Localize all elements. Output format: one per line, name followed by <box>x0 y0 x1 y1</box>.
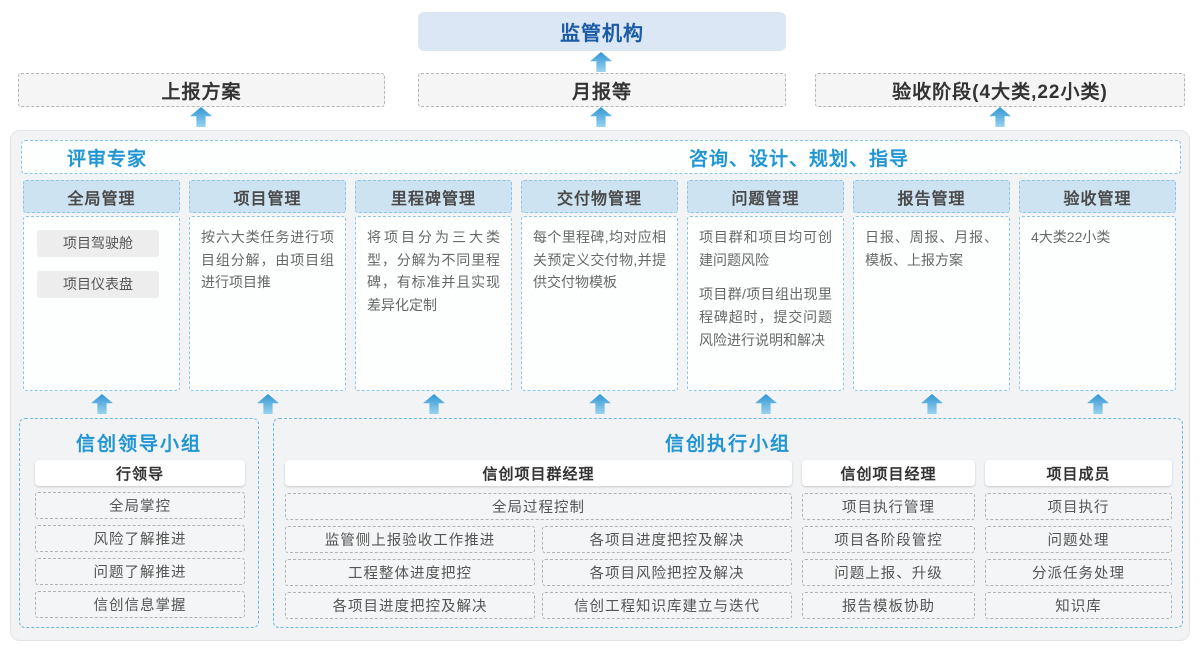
output-box-report-plan: 上报方案 <box>18 73 385 107</box>
leader-task-item: 全局掌控 <box>35 492 245 519</box>
member-task-item: 知识库 <box>985 592 1172 619</box>
column-body-acceptance: 4大类22小类 <box>1019 216 1176 391</box>
program-manager-task-item: 各项目进度把控及解决 <box>542 526 792 553</box>
column-body-issue: 项目群和项目均可创建问题风险 项目群/项目组出现里程碑超时，提交问题风险进行说明… <box>687 216 844 391</box>
project-manager-task-item: 项目执行管理 <box>802 493 975 520</box>
column-header-milestone: 里程碑管理 <box>355 180 512 213</box>
up-arrow-icon <box>589 394 611 414</box>
column-text: 项目群和项目均可创建问题风险 <box>699 229 832 268</box>
executor-group-title: 信创执行小组 <box>664 434 791 455</box>
regulator-box: 监管机构 <box>418 12 786 51</box>
consulting-label: 咨询、设计、规划、指导 <box>689 148 910 170</box>
up-arrow-icon <box>91 394 113 414</box>
project-manager-role-box: 信创项目经理 <box>802 460 975 486</box>
review-expert-label: 评审专家 <box>67 148 148 170</box>
project-manager-task-item: 项目各阶段管控 <box>802 526 975 553</box>
up-arrow-icon <box>257 394 279 414</box>
column-body-deliverable: 每个里程碑,均对应相关预定义交付物,并提供交付物模板 <box>521 216 678 391</box>
member-task-item: 问题处理 <box>985 526 1172 553</box>
up-arrow-icon <box>190 107 212 127</box>
column-text: 按六大类任务进行项目组分解，由项目组进行项目推 <box>201 229 334 291</box>
project-dashboard-box: 项目仪表盘 <box>37 271 159 298</box>
column-text: 日报、周报、月报、模板、上报方案 <box>865 229 998 268</box>
program-manager-task-item: 信创工程知识库建立与迭代 <box>542 592 792 619</box>
leader-task-item: 风险了解推进 <box>35 525 245 552</box>
up-arrow-icon <box>423 394 445 414</box>
up-arrow-icon <box>1087 394 1109 414</box>
leader-task-item: 信创信息掌握 <box>35 591 245 618</box>
expert-header-row: 评审专家 咨询、设计、规划、指导 <box>21 140 1181 174</box>
program-manager-task-item: 工程整体进度把控 <box>285 559 535 586</box>
program-manager-task-item: 各项目进度把控及解决 <box>285 592 535 619</box>
up-arrow-icon <box>921 394 943 414</box>
column-header-global: 全局管理 <box>23 180 180 213</box>
program-manager-task-item: 各项目风险把控及解决 <box>542 559 792 586</box>
program-manager-task-item: 全局过程控制 <box>285 493 792 520</box>
project-cockpit-box: 项目驾驶舱 <box>37 230 159 257</box>
up-arrow-icon <box>590 107 612 127</box>
column-body-milestone: 将项目分为三大类型，分解为不同里程碑，有标准并且实现差异化定制 <box>355 216 512 391</box>
column-text: 项目群/项目组出现里程碑超时，提交问题风险进行说明和解决 <box>699 286 832 348</box>
output-box-monthly: 月报等 <box>418 73 786 107</box>
column-text: 将项目分为三大类型，分解为不同里程碑，有标准并且实现差异化定制 <box>367 229 500 314</box>
leader-task-item: 问题了解推进 <box>35 558 245 585</box>
member-role-box: 项目成员 <box>985 460 1172 486</box>
program-manager-task-item: 监管侧上报验收工作推进 <box>285 526 535 553</box>
project-manager-task-item: 问题上报、升级 <box>802 559 975 586</box>
up-arrow-icon <box>989 107 1011 127</box>
bank-leader-role-box: 行领导 <box>35 460 245 486</box>
program-manager-role-box: 信创项目群经理 <box>285 460 792 486</box>
member-task-item: 分派任务处理 <box>985 559 1172 586</box>
leader-group-title: 信创领导小组 <box>75 434 202 455</box>
column-text: 每个里程碑,均对应相关预定义交付物,并提供交付物模板 <box>533 229 666 291</box>
up-arrow-icon <box>590 52 612 72</box>
column-body-report: 日报、周报、月报、模板、上报方案 <box>853 216 1010 391</box>
column-header-acceptance: 验收管理 <box>1019 180 1176 213</box>
column-header-report: 报告管理 <box>853 180 1010 213</box>
column-header-project: 项目管理 <box>189 180 346 213</box>
up-arrow-icon <box>755 394 777 414</box>
column-header-issue: 问题管理 <box>687 180 844 213</box>
column-header-deliverable: 交付物管理 <box>521 180 678 213</box>
platform-container: 评审专家 咨询、设计、规划、指导 全局管理 项目驾驶舱 项目仪表盘 项目管理 按… <box>10 130 1190 641</box>
column-body-project: 按六大类任务进行项目组分解，由项目组进行项目推 <box>189 216 346 391</box>
executor-group-box: 信创执行小组 信创项目群经理 全局过程控制 监管侧上报验收工作推进 工程整体进度… <box>273 418 1183 628</box>
project-manager-task-item: 报告模板协助 <box>802 592 975 619</box>
output-box-acceptance: 验收阶段(4大类,22小类) <box>815 73 1185 107</box>
leader-group-box: 信创领导小组 行领导 全局掌控 风险了解推进 问题了解推进 信创信息掌握 <box>19 418 259 628</box>
column-body-global: 项目驾驶舱 项目仪表盘 <box>23 216 180 391</box>
member-task-item: 项目执行 <box>985 493 1172 520</box>
column-text: 4大类22小类 <box>1031 229 1111 245</box>
